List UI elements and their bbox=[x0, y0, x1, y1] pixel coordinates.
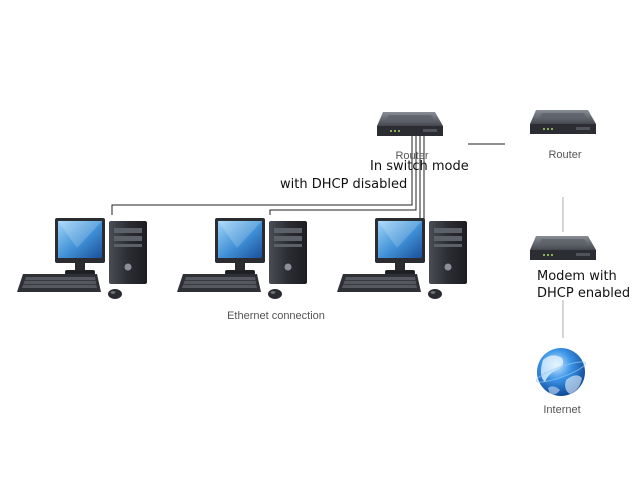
router-icon bbox=[530, 110, 596, 134]
router-left-label: Router bbox=[395, 150, 428, 162]
computer-3-icon bbox=[336, 217, 468, 300]
modem-label-line1: Modem with bbox=[537, 269, 617, 284]
router-right-label: Router bbox=[548, 149, 581, 161]
computer-1-icon bbox=[16, 217, 148, 300]
ethernet-cables bbox=[111, 128, 425, 220]
internet-label: Internet bbox=[543, 404, 580, 416]
modem-icon bbox=[530, 236, 596, 260]
computer-2-icon bbox=[176, 217, 308, 300]
modem-label-line2: DHCP enabled bbox=[537, 286, 630, 301]
switch-mode-label-line1: In switch mode bbox=[370, 159, 469, 174]
globe-icon bbox=[536, 348, 586, 396]
router-switch-mode-icon bbox=[377, 112, 443, 136]
switch-mode-label-line2: with DHCP disabled bbox=[280, 177, 407, 192]
ethernet-connection-label: Ethernet connection bbox=[227, 310, 325, 322]
